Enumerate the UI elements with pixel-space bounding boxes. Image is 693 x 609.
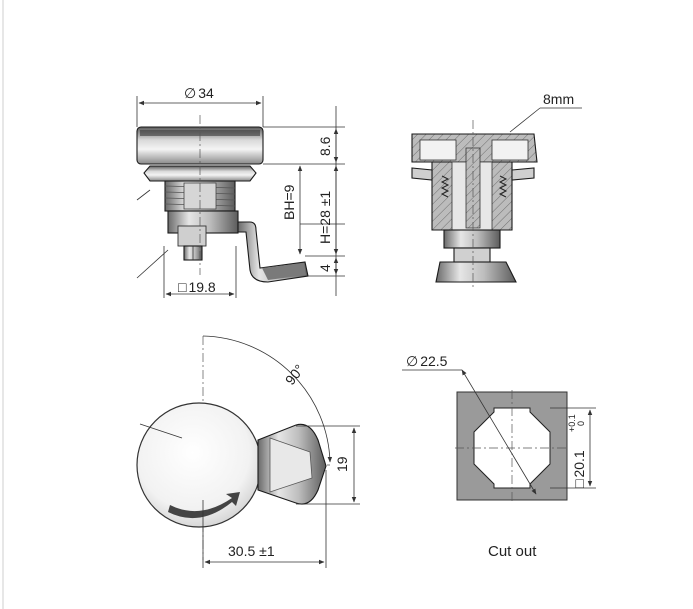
- side-view: ∅34 8.6 H=28 ±1 4 BH=9 □19.8: [136, 85, 345, 298]
- front-view: 90° 19 30.5 ±1: [136, 335, 360, 568]
- tolerance-zero: 0: [576, 421, 586, 426]
- dim-square-19-8: 19.8: [188, 279, 215, 295]
- svg-text:□20.1: □ 20.1: [571, 450, 587, 488]
- dim-square-20-1: 20.1: [571, 450, 587, 477]
- svg-text:∅22.5: ∅22.5: [406, 353, 448, 369]
- dim-4: 4: [317, 264, 333, 272]
- cross-section-view: 8mm: [411, 91, 582, 290]
- dim-19: 19: [334, 456, 350, 472]
- dim-diameter-34: 34: [198, 85, 214, 101]
- diameter-symbol: ∅: [184, 85, 196, 101]
- cut-out-caption: Cut out: [488, 543, 537, 560]
- cut-out-view: ∅22.5 □ 20.1 +0.1 0 Cut out: [402, 353, 596, 560]
- svg-text:□19.8: □19.8: [178, 279, 216, 295]
- tolerance-plus: +0.1: [567, 414, 577, 432]
- diameter-symbol-2: ∅: [406, 353, 418, 369]
- dim-diameter-22-5: 22.5: [420, 353, 447, 369]
- dim-h-28: H=28 ±1: [317, 191, 333, 244]
- label-8mm: 8mm: [543, 91, 574, 107]
- dim-8-6: 8.6: [317, 136, 333, 156]
- dim-30-5: 30.5 ±1: [228, 543, 275, 559]
- rotate-arrow-icon: [168, 492, 240, 519]
- dim-angle-90: 90°: [282, 361, 308, 388]
- lock-face-circle: [136, 402, 262, 528]
- svg-text:∅34: ∅34: [184, 85, 214, 101]
- dim-bh-9: BH=9: [281, 184, 297, 220]
- square-symbol-2: □: [571, 479, 587, 488]
- square-symbol: □: [178, 279, 187, 295]
